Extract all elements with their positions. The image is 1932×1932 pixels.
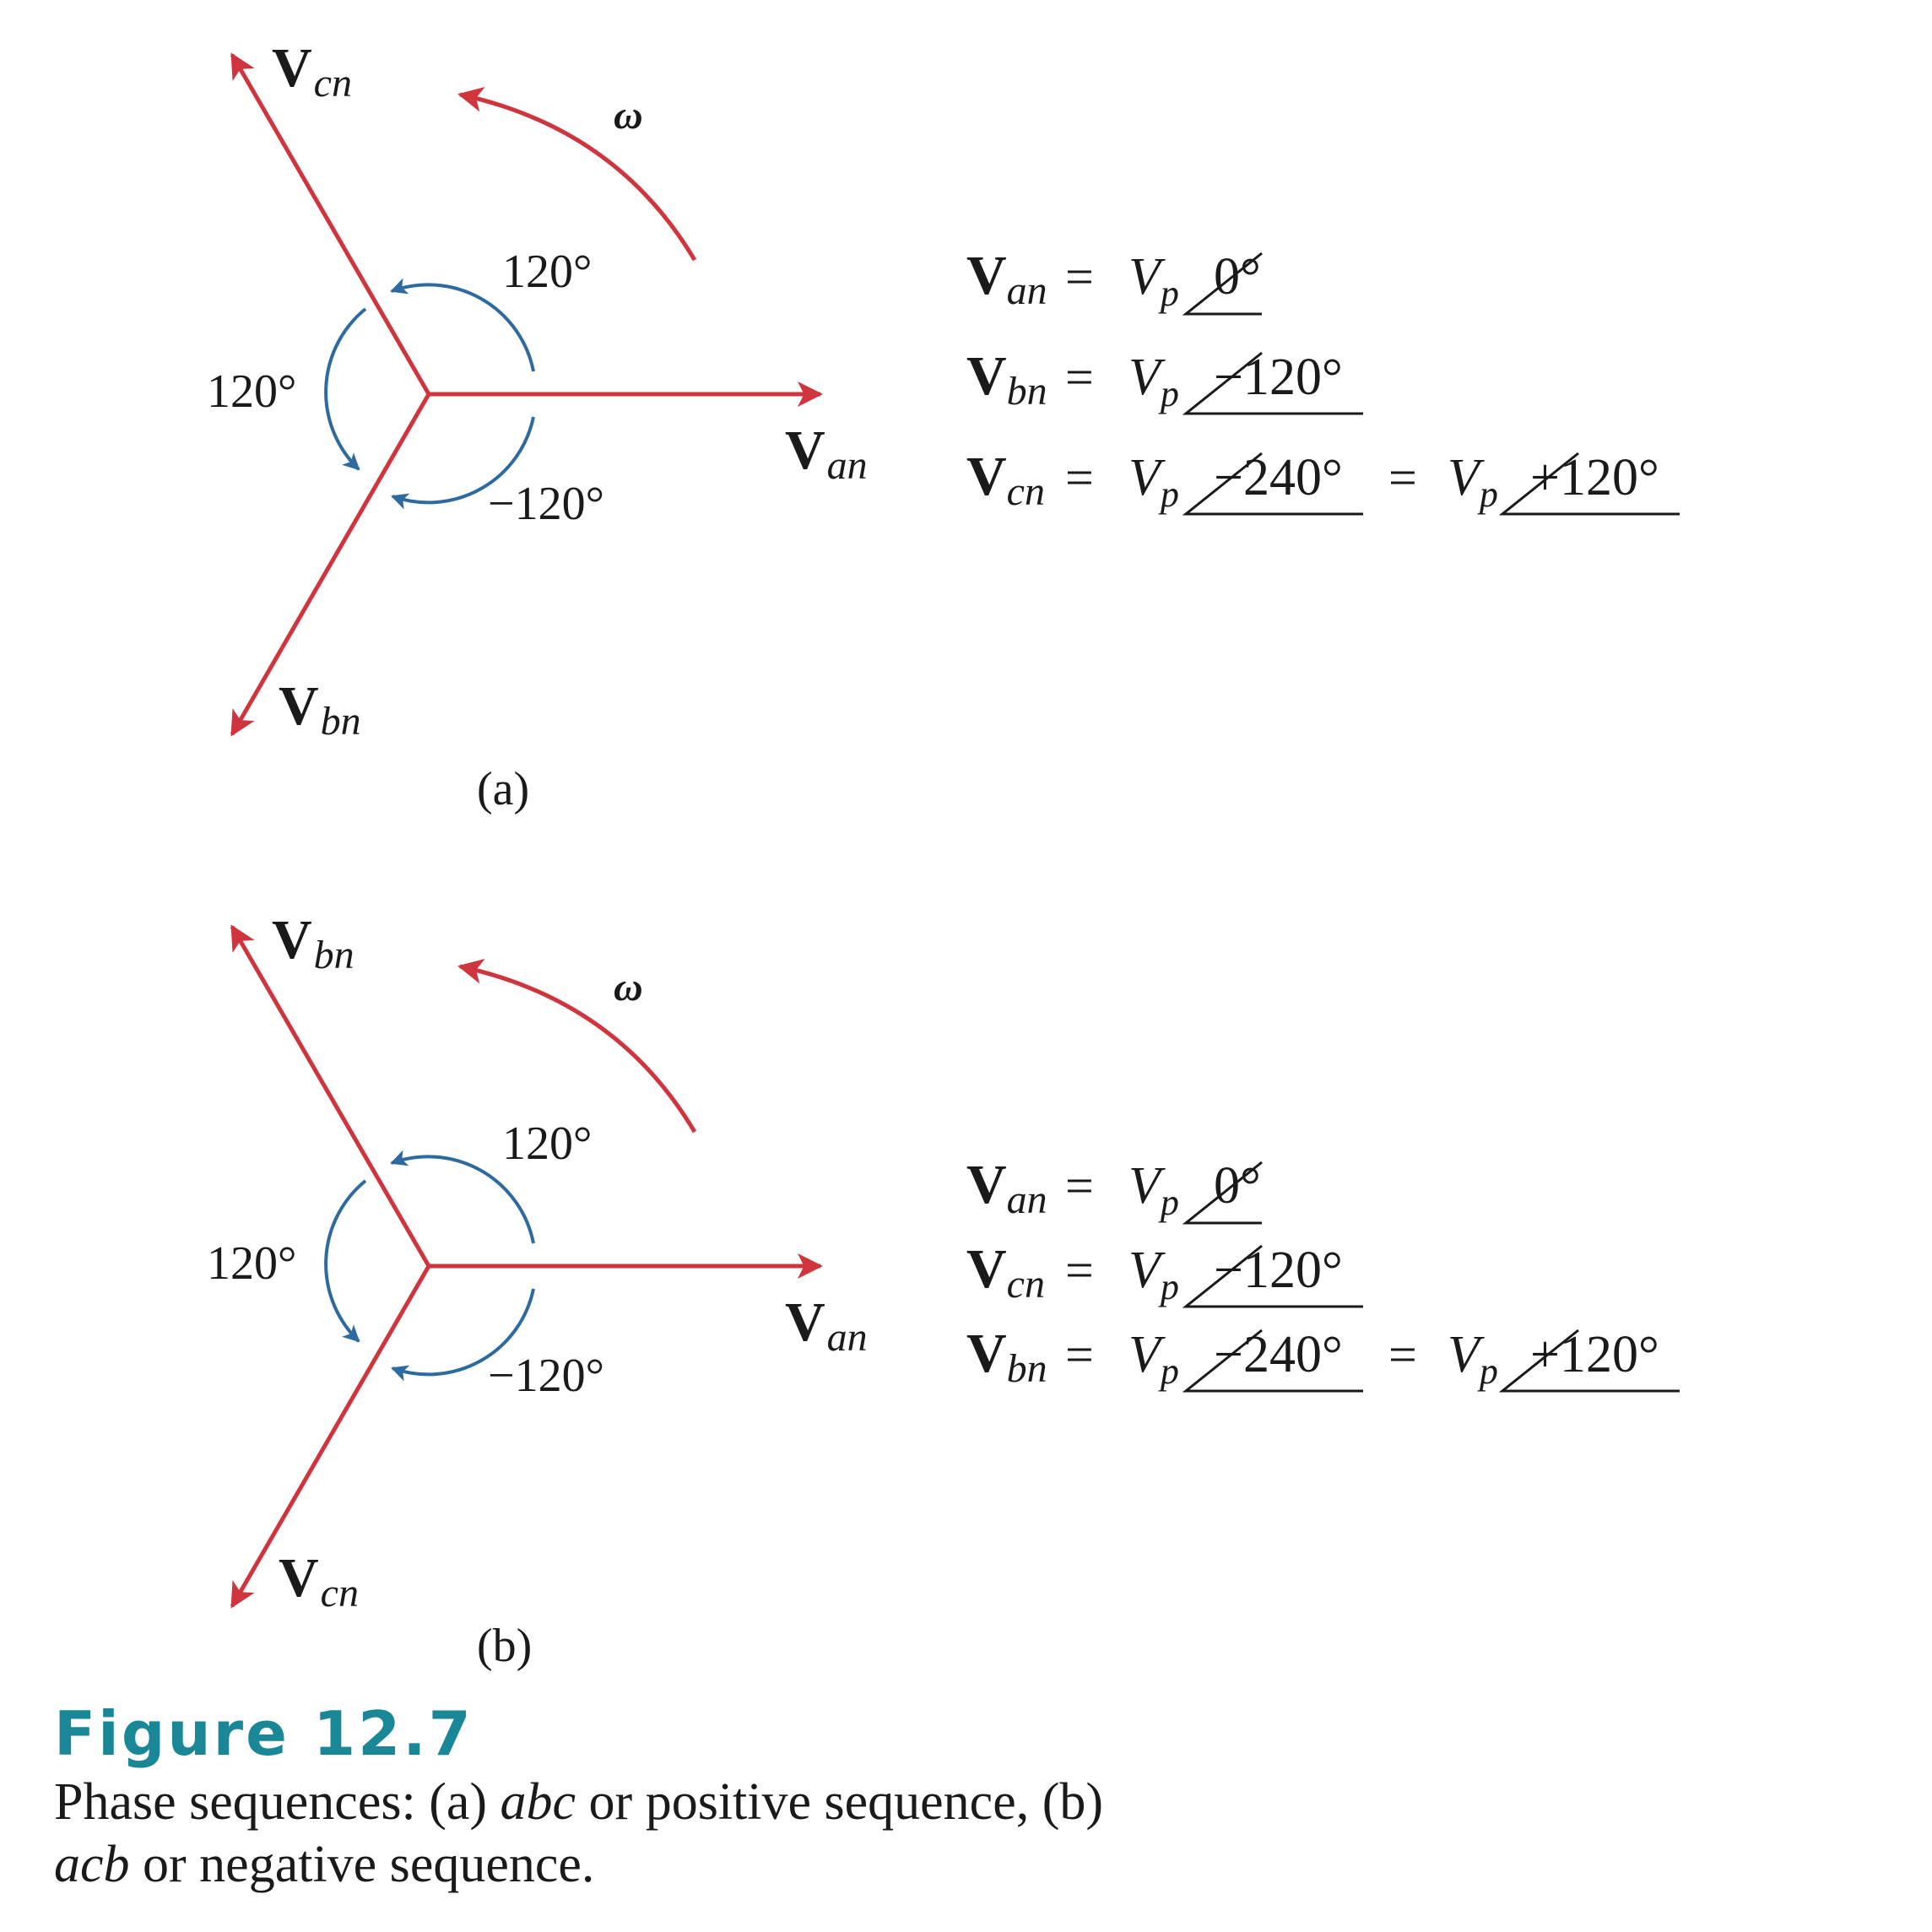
label-upper-vector: Vcn: [272, 37, 352, 106]
svg-text:=: =: [1065, 249, 1094, 305]
angle-arc-bottom: [391, 416, 535, 510]
svg-text:Vp: Vp: [1128, 1242, 1179, 1307]
svg-text:Van: Van: [966, 1154, 1047, 1222]
svg-text:Vp: Vp: [1128, 1326, 1179, 1392]
svg-text:=: =: [1388, 1327, 1417, 1383]
svg-text:Vp: Vp: [1128, 248, 1179, 314]
svg-text:0°: 0°: [1214, 248, 1261, 306]
svg-text:=: =: [1065, 349, 1094, 405]
omega-rotation-arc: [457, 959, 697, 1134]
figure-caption: Phase sequences: (a) abc or positive seq…: [54, 1773, 1104, 1893]
svg-text:Vbn: Vbn: [966, 1323, 1047, 1391]
angle-label-bottom: −120°: [488, 1350, 604, 1402]
omega-label: ω: [614, 965, 643, 1009]
phasor-diagram-a: Van Vcn Vbn ω 120° 120° −120° (a): [207, 37, 868, 815]
svg-text:=: =: [1065, 1158, 1094, 1214]
svg-text:0°: 0°: [1214, 1157, 1261, 1215]
svg-text:+120°: +120°: [1530, 449, 1659, 506]
equation-row: Vcn = Vp −240° = Vp +120°: [966, 446, 1680, 516]
svg-text:Vp: Vp: [1128, 349, 1179, 414]
equations-b: Van = Vp 0° Vcn = Vp −120° Vbn = Vp −240…: [966, 1154, 1680, 1393]
svg-text:Vcn: Vcn: [966, 446, 1045, 514]
svg-text:Vcn: Vcn: [966, 1238, 1045, 1307]
angle-arc-bottom: [391, 1288, 535, 1382]
panel-label-a: (a): [477, 763, 529, 815]
svg-text:Van: Van: [966, 245, 1047, 313]
phasor-upper-arrow: [230, 924, 431, 1268]
equation-row: Van = Vp 0°: [966, 1154, 1263, 1225]
angle-label-top: 120°: [502, 1118, 592, 1170]
svg-text:Vp: Vp: [1448, 449, 1498, 515]
equation-row: Van = Vp 0°: [966, 245, 1263, 316]
svg-text:Vp: Vp: [1128, 449, 1179, 515]
panel-label-b: (b): [477, 1620, 532, 1672]
svg-text:=: =: [1388, 450, 1417, 506]
label-van: Van: [785, 1291, 868, 1360]
phasor-upper-arrow: [230, 52, 431, 396]
svg-text:−120°: −120°: [1214, 1242, 1343, 1299]
svg-text:=: =: [1065, 1327, 1094, 1383]
label-upper-vector: Vbn: [272, 909, 354, 977]
label-lower-vector: Vbn: [279, 675, 361, 744]
angle-arc-top: [390, 278, 535, 372]
svg-text:Vbn: Vbn: [966, 345, 1047, 414]
equation-row: Vbn = Vp −240° = Vp +120°: [966, 1323, 1680, 1393]
omega-label: ω: [614, 93, 643, 138]
angle-label-bottom: −120°: [488, 478, 604, 530]
svg-text:−240°: −240°: [1214, 1326, 1343, 1383]
equation-row: Vcn = Vp −120°: [966, 1238, 1363, 1308]
svg-text:=: =: [1065, 1242, 1094, 1298]
equation-row: Vbn = Vp −120°: [966, 345, 1363, 415]
svg-text:−120°: −120°: [1214, 349, 1343, 406]
label-van: Van: [785, 419, 868, 488]
angle-arc-left: [324, 1179, 367, 1343]
angle-label-top: 120°: [502, 246, 592, 298]
phasor-lower-arrow: [230, 392, 431, 737]
angle-label-left: 120°: [207, 365, 296, 418]
angle-arc-left: [324, 307, 367, 471]
svg-text:=: =: [1065, 450, 1094, 506]
phasor-diagram-b: Van Vbn Vcn ω 120° 120° −120° (b): [207, 909, 868, 1672]
equations-a: Van = Vp 0° Vbn = Vp −120° Vcn = Vp −240…: [966, 245, 1680, 516]
label-lower-vector: Vcn: [279, 1547, 359, 1615]
svg-text:+120°: +120°: [1530, 1326, 1659, 1383]
angle-label-left: 120°: [207, 1237, 296, 1290]
angle-arc-top: [390, 1150, 535, 1244]
svg-text:Vp: Vp: [1448, 1326, 1498, 1392]
phasor-lower-arrow: [230, 1264, 431, 1609]
svg-text:−240°: −240°: [1214, 449, 1343, 506]
svg-text:Vp: Vp: [1128, 1157, 1179, 1223]
omega-rotation-arc: [457, 87, 697, 262]
figure-title: Figure 12.7: [54, 1698, 474, 1769]
